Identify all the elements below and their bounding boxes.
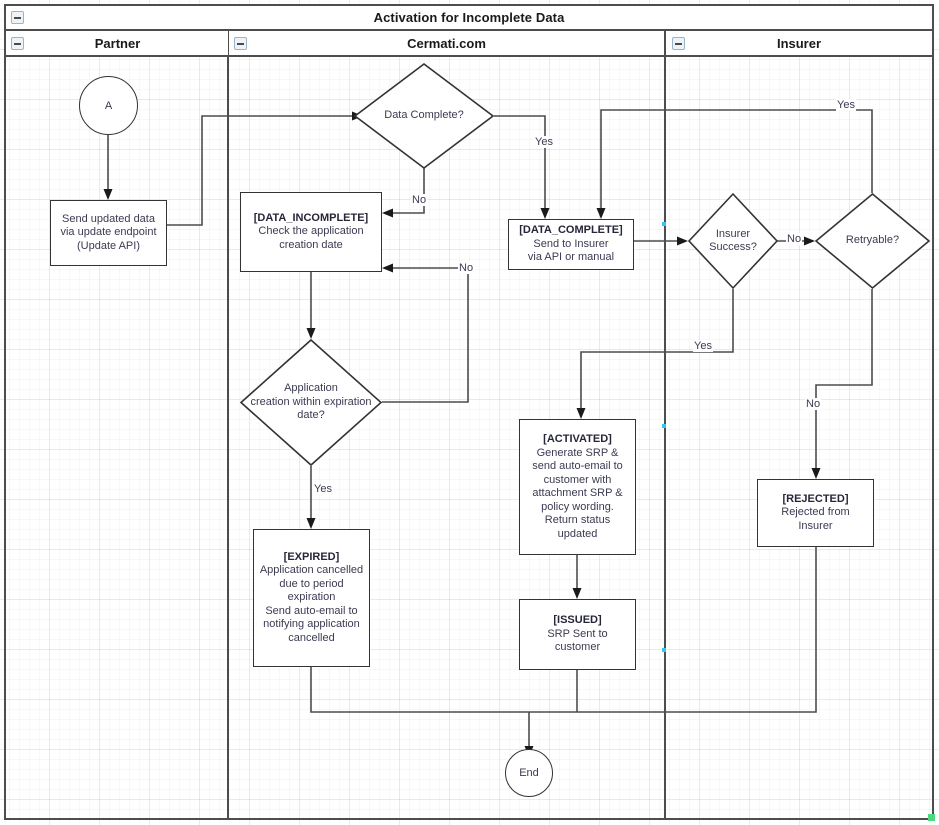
issued-line1: SRP Sent to (547, 627, 608, 640)
arrowhead-rejected (811, 468, 821, 479)
lane-header-partner[interactable]: Partner (4, 30, 230, 57)
lane-divider-1 (227, 57, 229, 820)
activated-line1: Generate SRP & (536, 446, 619, 459)
expired-line4: Send auto-email to (265, 604, 358, 617)
edge-dcq-no (391, 156, 425, 214)
arrowhead-insurerq (677, 236, 688, 246)
activated-line3: customer with (543, 473, 612, 486)
lane-label-partner: Partner (94, 35, 141, 51)
start-node-label: A (104, 99, 113, 112)
expired-line3: expiration (287, 591, 336, 604)
arrowhead-expired (306, 518, 316, 529)
send-line3: (Update API) (77, 239, 140, 252)
rejected-title: [REJECTED] (782, 492, 849, 505)
complete-title: [DATA_COMPLETE] (519, 224, 623, 237)
lane-header-insurer[interactable]: Insurer (665, 30, 934, 57)
arrowhead-retry-yes (596, 208, 606, 219)
activated-line6: Return status (544, 514, 611, 526)
edge-label-exp-no: No (458, 262, 475, 274)
issued-title: [ISSUED] (553, 614, 602, 627)
collapse-pool-icon[interactable] (11, 11, 24, 24)
incomplete-line2: creation date (279, 238, 343, 251)
edge-retryq-yes (600, 109, 873, 210)
lane-header-cermati[interactable]: Cermati.com (228, 30, 665, 57)
end-node-label: End (519, 767, 539, 779)
end-node[interactable]: End (505, 749, 553, 797)
collapse-partner-icon[interactable] (11, 37, 24, 50)
node-data-incomplete[interactable]: [DATA_INCOMPLETE] Check the application … (240, 192, 382, 272)
node-expired[interactable]: [EXPIRED] Application cancelled due to p… (253, 529, 370, 667)
arrowhead-issued (572, 588, 582, 599)
collapse-cermati-icon[interactable] (234, 37, 247, 50)
anchor-dot-1[interactable] (662, 222, 666, 226)
rejected-line2: Insurer (798, 519, 833, 532)
activated-line7: updated (557, 527, 598, 540)
arrowhead-expq-no (382, 263, 393, 273)
arrowhead-activated (576, 408, 586, 419)
lane-divider-2 (664, 57, 666, 820)
activated-title: [ACTIVATED] (543, 433, 612, 445)
decision-creation-within-expiration[interactable]: Application creation within expiration d… (239, 338, 383, 467)
arrowhead-expq (306, 328, 316, 339)
decision-data-complete[interactable]: Data Complete? (353, 62, 495, 170)
expired-line2: due to period (279, 577, 344, 590)
decision-insurer-success[interactable]: Insurer Success? (687, 192, 779, 290)
send-line1: Send updated data (62, 212, 155, 225)
edge-expired-to-end (310, 667, 529, 713)
incomplete-line1: Check the application (258, 225, 364, 238)
edge-dcq-yes (494, 115, 546, 210)
lane-label-insurer: Insurer (776, 35, 822, 51)
collapse-insurer-icon[interactable] (672, 37, 685, 50)
edge-label-dc-no: No (411, 194, 428, 206)
edge-label-ins-yes: Yes (693, 340, 713, 352)
node-rejected[interactable]: [REJECTED] Rejected from Insurer (757, 479, 874, 547)
activated-line5: policy wording. (541, 500, 614, 513)
anchor-dot-3[interactable] (662, 648, 666, 652)
expired-line5: notifying application (263, 618, 360, 631)
arrowhead-send (103, 189, 113, 200)
lane-label-cermati: Cermati.com (407, 35, 486, 51)
activated-line4: attachment SRP & (532, 487, 623, 499)
node-send-updated-data[interactable]: Send updated data via update endpoint (U… (50, 200, 167, 266)
node-activated[interactable]: [ACTIVATED] Generate SRP & send auto-ema… (519, 419, 636, 555)
edge-label-retry-no: No (805, 398, 822, 410)
issued-line2: customer (554, 641, 601, 654)
incomplete-title: [DATA_INCOMPLETE] (253, 211, 369, 224)
node-issued[interactable]: [ISSUED] SRP Sent to customer (519, 599, 636, 670)
decision-retryable[interactable]: Retryable? (814, 192, 931, 290)
arrowhead-dcq-no (382, 208, 393, 218)
expired-line1: Application cancelled (259, 564, 364, 577)
send-line2: via update endpoint (60, 226, 157, 239)
complete-line2: via API or manual (527, 251, 615, 264)
edge-insq-yes (580, 289, 734, 410)
arrowhead-dcq-yes (540, 208, 550, 219)
edge-label-retry-yes: Yes (836, 99, 856, 111)
edge-send-to-datacomplete-q (167, 115, 354, 226)
complete-line1: Send to Insurer (533, 237, 609, 250)
resize-handle-se[interactable] (928, 814, 935, 821)
edge-rejected-to-end (529, 547, 817, 713)
edge-retryq-no (815, 289, 873, 470)
expired-title: [EXPIRED] (283, 550, 340, 563)
rejected-line1: Rejected from (781, 506, 850, 519)
node-data-complete[interactable]: [DATA_COMPLETE] Send to Insurer via API … (508, 219, 634, 270)
edge-expq-no (382, 267, 469, 403)
expired-line6: cancelled (288, 631, 335, 644)
activated-line2: send auto-email to (532, 460, 623, 472)
edge-label-dc-yes: Yes (534, 136, 554, 148)
pool-title-text: Activation for Incomplete Data (373, 10, 565, 25)
arrowhead-retryq (804, 236, 815, 246)
anchor-dot-2[interactable] (662, 424, 666, 428)
pool-title-bar[interactable]: Activation for Incomplete Data (4, 4, 934, 30)
edge-label-exp-yes: Yes (313, 483, 333, 495)
start-node-a[interactable]: A (79, 76, 138, 135)
edge-label-ins-no: No (786, 233, 803, 245)
